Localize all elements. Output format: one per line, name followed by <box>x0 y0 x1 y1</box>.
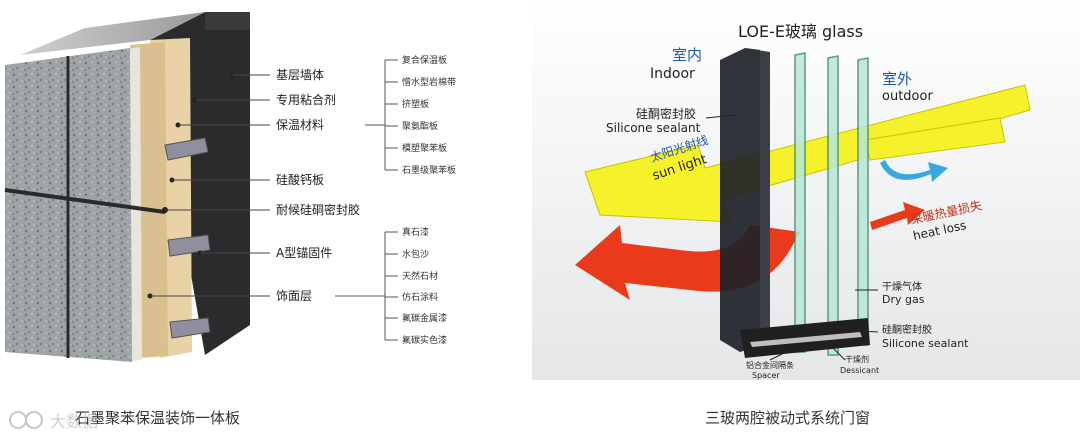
wall-labels: 基层墙体 专用粘合剂 保温材料 硅酸钙板 耐候硅硐密封胶 A型锚固件 饰面层 <box>276 68 360 303</box>
dry-gas-en: Dry gas <box>882 293 925 306</box>
dessicant-cn: 干燥剂 <box>845 354 869 364</box>
sealant2-cn: 硅酮密封胶 <box>882 323 932 336</box>
spacer-en: Spacer <box>752 371 780 380</box>
watermark: 大数据 <box>9 411 98 431</box>
wall-top-face <box>20 12 205 55</box>
spacer-cn: 铝合金间隔条 <box>746 360 794 370</box>
finish-option: 天然石材 <box>402 270 438 282</box>
outdoor-en: outdoor <box>882 89 933 104</box>
insulation-option: 复合保温板 <box>402 54 447 66</box>
finish-bracket <box>335 231 398 341</box>
caption-right: 三玻两腔被动式系统门窗 <box>705 409 870 427</box>
label-base-wall: 基层墙体 <box>276 68 324 82</box>
label-anchor: A型锚固件 <box>276 245 332 260</box>
sealant-cn: 硅酮密封胶 <box>636 106 696 121</box>
insulation-option: 挤塑板 <box>402 98 429 110</box>
heat-loss-arrow <box>870 202 925 230</box>
insulation-option: 模塑聚苯板 <box>402 142 447 154</box>
insulation-options: 复合保温板 憎水型岩棉带 挤塑板 聚氨酯板 模塑聚苯板 石墨级聚苯板 <box>402 54 456 176</box>
insulation-option: 憎水型岩棉带 <box>402 76 456 88</box>
finish-option: 氟碳实色漆 <box>402 334 447 346</box>
sealant2-en: Silicone sealant <box>882 337 969 350</box>
label-sealant: 耐候硅硐密封胶 <box>276 202 360 217</box>
insulation-bracket <box>365 59 398 171</box>
finish-options: 真石漆 水包沙 天然石材 仿石涂料 氟碳金属漆 氟碳实色漆 <box>402 226 447 346</box>
finish-option: 水包沙 <box>402 248 429 260</box>
insulation-option: 石墨级聚苯板 <box>402 164 456 176</box>
label-calcium-board: 硅酸钙板 <box>276 172 324 187</box>
dessicant-en: Dessicant <box>840 366 879 375</box>
label-finish: 饰面层 <box>276 289 312 303</box>
glass-panes <box>720 48 870 358</box>
glass-diagram: LOE-E玻璃 glass 室内 Indoor 室外 outdoor 硅酮密封胶… <box>532 0 1080 380</box>
indoor-en: Indoor <box>650 66 695 82</box>
label-insulation: 保温材料 <box>276 118 324 132</box>
finish-option: 氟碳金属漆 <box>402 312 447 324</box>
glass-title: LOE-E玻璃 glass <box>738 22 863 41</box>
finish-option: 真石漆 <box>402 226 429 238</box>
caption-left: 石墨聚苯保温装饰一体板 <box>75 409 240 427</box>
watermark-text: 大数据 <box>50 412 98 431</box>
finish-option: 仿石涂料 <box>402 291 438 303</box>
watermark-logo-icon <box>9 411 27 429</box>
insulation-option: 聚氨酯板 <box>402 120 438 132</box>
wall-section-illustration <box>4 12 270 362</box>
label-adhesive: 专用粘合剂 <box>276 92 336 107</box>
outdoor-cn: 室外 <box>882 70 912 88</box>
sealant-en: Silicone sealant <box>606 121 701 135</box>
indoor-cn: 室内 <box>672 46 702 64</box>
dry-gas-cn: 干燥气体 <box>882 280 922 293</box>
